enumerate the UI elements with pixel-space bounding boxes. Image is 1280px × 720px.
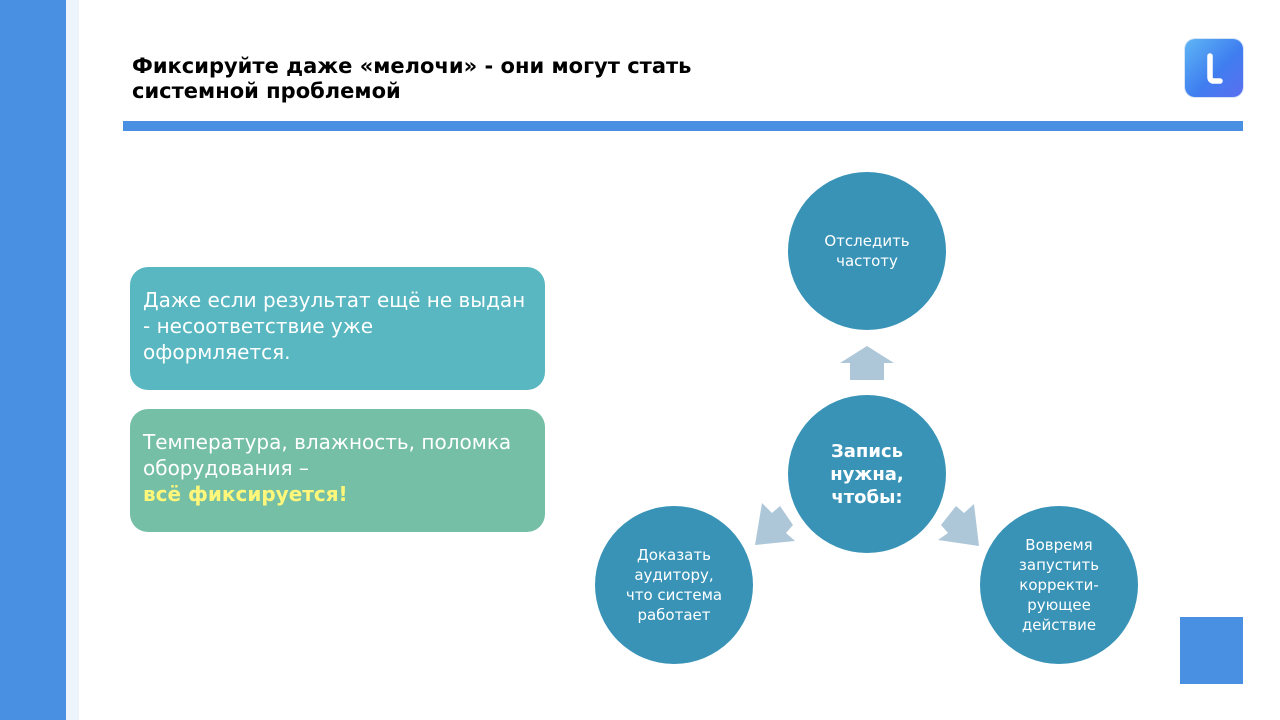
info-box-line: - несоответствие уже bbox=[143, 314, 374, 338]
circle-line: аудитору, bbox=[634, 566, 714, 584]
circle-line: запустить bbox=[1018, 556, 1100, 574]
left-accent-bar-light bbox=[66, 0, 79, 720]
info-box-highlight: всё фиксируется! bbox=[143, 482, 348, 506]
circle-line: Вовремя bbox=[1025, 536, 1093, 554]
circle-line: чтобы: bbox=[831, 486, 903, 508]
circle-line: корректи- bbox=[1019, 576, 1099, 594]
circle-line: Запись bbox=[830, 440, 904, 462]
circle-line: нужна, bbox=[830, 463, 904, 485]
circle-line: рующее bbox=[1027, 596, 1091, 614]
info-box-line: оформляется. bbox=[143, 340, 291, 364]
left-accent-bar bbox=[0, 0, 66, 720]
circle-prove-auditor: Доказать аудитору, что система работает bbox=[595, 506, 753, 664]
circle-line: работает bbox=[637, 606, 711, 624]
arrow-up bbox=[840, 346, 894, 380]
info-box-conditions: Температура, влажность, поломка оборудов… bbox=[130, 409, 545, 532]
circle-line: частоту bbox=[836, 252, 898, 270]
info-box-line: оборудования – bbox=[143, 456, 309, 480]
arrow-down-right bbox=[938, 504, 979, 546]
info-box-line: Даже если результат ещё не выдан bbox=[143, 288, 526, 312]
app-logo-icon bbox=[1185, 39, 1243, 97]
circle-line: действие bbox=[1021, 616, 1097, 634]
circle-line: Доказать bbox=[637, 546, 711, 564]
circle-corrective-action: Вовремя запустить корректи- рующее дейст… bbox=[980, 506, 1138, 664]
info-box-line: Температура, влажность, поломка bbox=[143, 430, 512, 454]
arrow-down-left bbox=[755, 503, 795, 545]
circle-line: что система bbox=[625, 586, 723, 604]
info-box-result: Даже если результат ещё не выдан - несоо… bbox=[130, 267, 545, 390]
title-line-2: системной проблемой bbox=[132, 79, 401, 103]
title-underline bbox=[123, 121, 1243, 131]
title-line-1: Фиксируйте даже «мелочи» - они могут ста… bbox=[132, 54, 692, 78]
circle-track-frequency: Отследить частоту bbox=[788, 172, 946, 330]
circle-center-record: Запись нужна, чтобы: bbox=[788, 395, 946, 553]
corner-accent-square bbox=[1180, 617, 1243, 684]
circle-line: Отследить bbox=[824, 232, 910, 250]
slide-title: Фиксируйте даже «мелочи» - они могут ста… bbox=[132, 54, 772, 104]
